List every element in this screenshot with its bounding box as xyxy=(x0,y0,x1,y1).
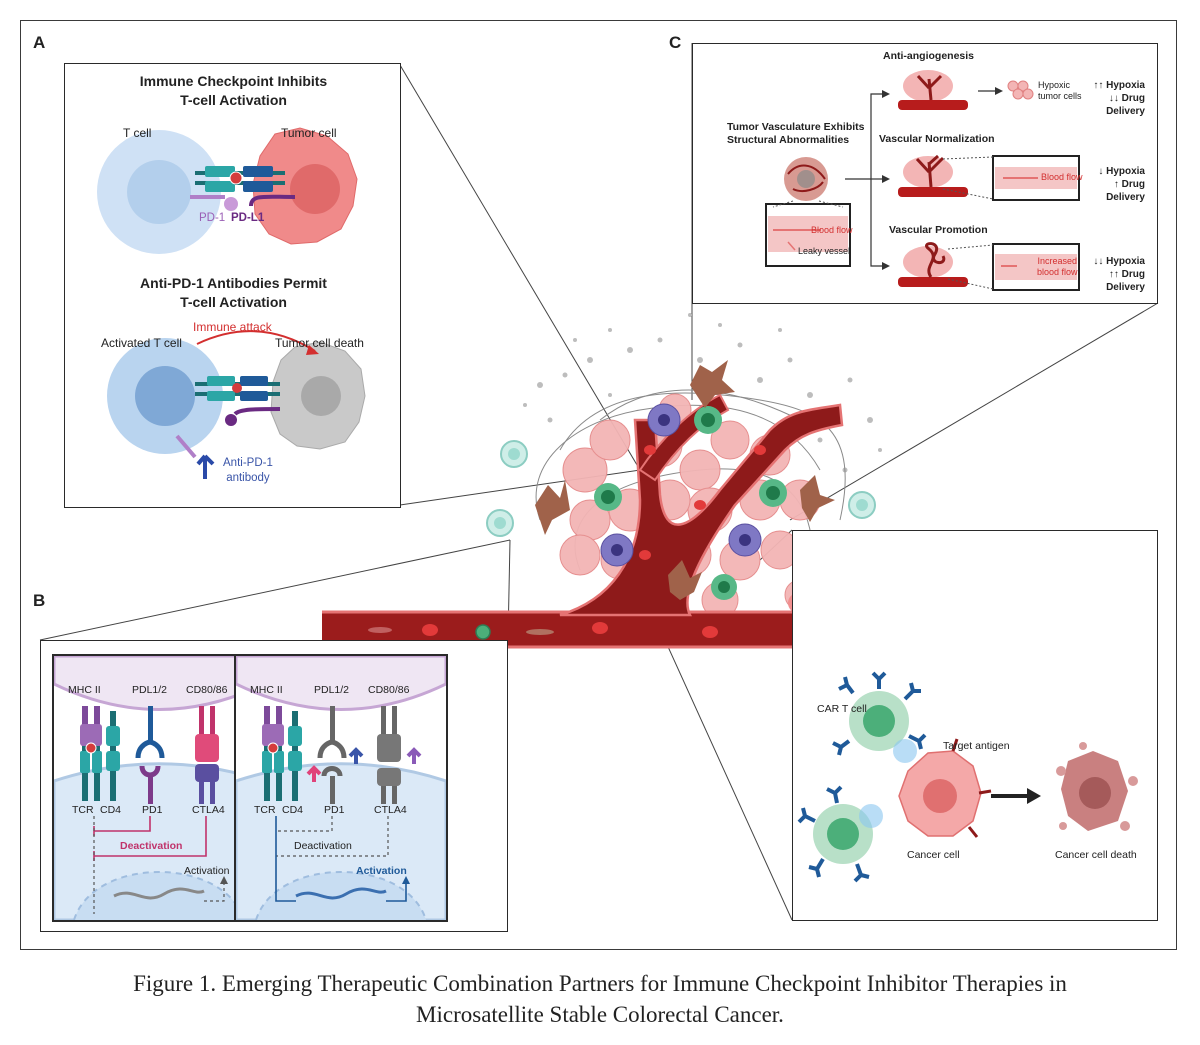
panel-d-box: CAR T cell Target antigen Cancer cell Ca… xyxy=(792,530,1158,921)
vasculature-label: Tumor Vasculature Exhibits Structural Ab… xyxy=(727,121,887,147)
increased-line-2: blood flow xyxy=(1037,267,1078,277)
antibody-label-line-2: antibody xyxy=(226,472,270,484)
panel-a-title-2-line-2: T-cell Activation xyxy=(180,294,287,310)
vascular-normalization-label: Vascular Normalization xyxy=(879,133,995,145)
t-cell-label: T cell xyxy=(123,126,152,140)
b-left-activation: Activation xyxy=(184,865,230,877)
r2-line-3: Delivery xyxy=(1106,192,1145,203)
panel-a-box: Immune Checkpoint Inhibits T-cell Activa… xyxy=(64,63,401,508)
b-left-pdl: PDL1/2 xyxy=(132,684,168,696)
vascular-promotion-label: Vascular Promotion xyxy=(889,224,988,236)
b-left-pd1: PD1 xyxy=(142,804,163,816)
vasculature-label-line-2: Structural Abnormalities xyxy=(727,134,850,146)
r2-line-2: ↑ Drug xyxy=(1113,179,1145,190)
b-left-ctla4: CTLA4 xyxy=(192,804,225,816)
increased-line-1: Increased xyxy=(1037,256,1078,266)
panel-a-illustration xyxy=(97,127,366,479)
antibody-label-line-1: Anti-PD-1 xyxy=(223,457,273,469)
tumor-cell-death-label: Tumor cell death xyxy=(275,336,364,350)
panel-c-box: Anti-angiogenesis Tumor Vasculature Exhi… xyxy=(692,43,1158,304)
result-anti-angiogenesis: ↑↑ Hypoxia ↓↓ Drug Delivery xyxy=(1089,79,1145,118)
result-normalization: ↓ Hypoxia ↑ Drug Delivery xyxy=(1089,165,1145,204)
caption-line-1: Figure 1. Emerging Therapeutic Combinati… xyxy=(133,971,1067,996)
hypoxic-line-2: tumor cells xyxy=(1038,91,1082,101)
b-right-ctla4: CTLA4 xyxy=(374,804,407,816)
pd1-label: PD-1 xyxy=(199,212,226,224)
result-promotion: ↓↓ Hypoxia ↑↑ Drug Delivery xyxy=(1089,255,1145,294)
anti-angiogenesis-label: Anti-angiogenesis xyxy=(883,50,975,62)
b-right-cd4: CD4 xyxy=(282,804,304,816)
immune-attack-label: Immune attack xyxy=(193,320,272,334)
blood-flow-label: Blood flow xyxy=(811,225,853,235)
r2-line-1: ↓ Hypoxia xyxy=(1098,166,1145,177)
r3-line-2: ↑↑ Drug xyxy=(1108,269,1145,280)
panel-a-title-2: Anti-PD-1 Antibodies Permit T-cell Activ… xyxy=(65,274,402,312)
blood-flow-label-2: Blood flow xyxy=(1041,172,1083,182)
vasculature-label-line-1: Tumor Vasculature Exhibits xyxy=(727,121,865,133)
leaky-vessel-label: Leaky vessel xyxy=(798,246,851,256)
panel-label-a: A xyxy=(33,33,46,52)
r3-line-1: ↓↓ Hypoxia xyxy=(1093,256,1145,267)
panel-b-left-illustration xyxy=(54,656,264,920)
r3-line-3: Delivery xyxy=(1106,282,1145,293)
panel-a-title-2-line-1: Anti-PD-1 Antibodies Permit xyxy=(140,275,327,291)
panel-b-right-illustration xyxy=(236,656,446,920)
antibody-label: Anti-PD-1 antibody xyxy=(223,456,273,486)
b-left-cd4: CD4 xyxy=(100,804,122,816)
hypoxic-line-1: Hypoxic xyxy=(1038,80,1071,90)
b-right-pd1: PD1 xyxy=(324,804,345,816)
panel-a-title-1-line-2: T-cell Activation xyxy=(180,92,287,108)
panel-d-illustration xyxy=(797,671,1138,883)
hypoxic-label: Hypoxic tumor cells xyxy=(1038,80,1082,102)
b-left-mhc: MHC II xyxy=(68,684,101,696)
panel-a-title-1: Immune Checkpoint Inhibits T-cell Activa… xyxy=(65,72,402,110)
b-right-deactivation: Deactivation xyxy=(294,840,352,852)
increased-blood-flow-label: Increased blood flow xyxy=(1037,256,1078,278)
b-right-tcr: TCR xyxy=(254,804,276,816)
panel-a-title-1-line-1: Immune Checkpoint Inhibits xyxy=(139,73,328,89)
b-left-cd80: CD80/86 xyxy=(186,684,228,696)
b-right-pdl: PDL1/2 xyxy=(314,684,350,696)
r1-line-3: Delivery xyxy=(1106,106,1145,117)
panel-label-b: B xyxy=(33,591,46,610)
b-left-deactivation: Deactivation xyxy=(120,840,183,852)
panel-c-illustration xyxy=(765,70,1080,291)
figure-frame xyxy=(20,20,1177,950)
cancer-cell-label: Cancer cell xyxy=(907,849,960,861)
panel-b-left: MHC II PDL1/2 CD80/86 TCR CD4 PD1 CTLA4 … xyxy=(52,654,266,922)
panel-label-c: C xyxy=(669,33,682,52)
b-left-tcr: TCR xyxy=(72,804,94,816)
target-antigen-label: Target antigen xyxy=(943,740,1010,752)
r1-line-1: ↑↑ Hypoxia xyxy=(1093,80,1145,91)
pdl1-label: PD-L1 xyxy=(231,212,265,224)
caption-line-2: Microsatellite Stable Colorectal Cancer. xyxy=(416,1002,784,1027)
panel-b-box: MHC II PDL1/2 CD80/86 TCR CD4 PD1 CTLA4 … xyxy=(40,640,508,932)
panel-b-right: MHC II PDL1/2 CD80/86 TCR CD4 PD1 CTLA4 … xyxy=(234,654,448,922)
b-right-mhc: MHC II xyxy=(250,684,283,696)
cancer-cell-death-label: Cancer cell death xyxy=(1055,849,1137,861)
b-right-cd80: CD80/86 xyxy=(368,684,410,696)
r1-line-2: ↓↓ Drug xyxy=(1108,93,1145,104)
figure-caption: Figure 1. Emerging Therapeutic Combinati… xyxy=(0,968,1200,1030)
tumor-cell-label: Tumor cell xyxy=(281,126,337,140)
activated-t-cell-label: Activated T cell xyxy=(101,336,182,350)
car-t-cell-label: CAR T cell xyxy=(817,703,867,715)
b-right-activation: Activation xyxy=(356,865,407,877)
